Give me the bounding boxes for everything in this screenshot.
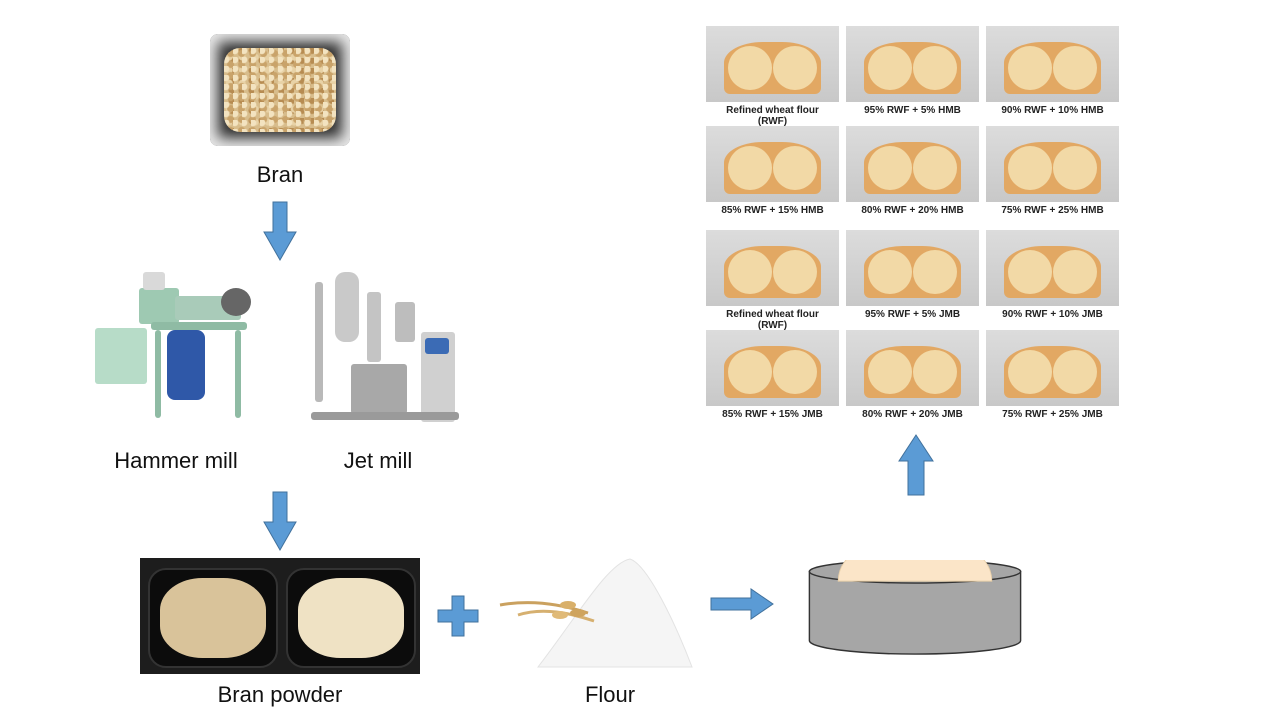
bread-photo	[706, 230, 839, 306]
bread-caption: 80% RWF + 20% HMB	[861, 205, 964, 216]
hammer-mill-label: Hammer mill	[114, 448, 238, 473]
flour-label: Flour	[584, 682, 636, 707]
flour-illustration	[499, 558, 693, 668]
bread-caption: 95% RWF + 5% HMB	[864, 105, 961, 116]
bread-photo	[986, 126, 1119, 202]
bread-sample: 85% RWF + 15% JMB	[706, 330, 839, 420]
bread-photo	[986, 330, 1119, 406]
arrow-down-2	[263, 491, 297, 552]
bread-sample: 75% RWF + 25% JMB	[986, 330, 1119, 420]
jet-mill-label: Jet mill	[343, 448, 413, 473]
jet-mill-illustration	[305, 272, 460, 430]
bread-caption: 75% RWF + 25% JMB	[1002, 409, 1103, 420]
dough-bowl-illustration	[808, 560, 1022, 655]
bread-sample: 90% RWF + 10% JMB	[986, 230, 1119, 320]
bread-photo	[706, 26, 839, 102]
bran-label: Bran	[256, 162, 304, 187]
bread-photo	[706, 126, 839, 202]
bread-sample: Refined wheat flour (RWF)	[706, 230, 839, 331]
bread-sample: 95% RWF + 5% HMB	[846, 26, 979, 116]
bread-caption: 90% RWF + 10% HMB	[1001, 105, 1104, 116]
bran-photo	[210, 34, 350, 146]
bread-caption: 85% RWF + 15% JMB	[722, 409, 823, 420]
bread-caption: Refined wheat flour (RWF)	[726, 105, 819, 127]
bread-loaf-grid: Refined wheat flour (RWF) 95% RWF + 5% HM…	[706, 26, 1120, 426]
bread-caption: 95% RWF + 5% JMB	[864, 309, 961, 320]
bread-photo	[986, 230, 1119, 306]
bread-sample: 75% RWF + 25% HMB	[986, 126, 1119, 216]
bread-sample: Refined wheat flour (RWF)	[706, 26, 839, 127]
bran-powder-photo	[140, 558, 420, 674]
bread-sample: 80% RWF + 20% JMB	[846, 330, 979, 420]
bread-sample: 90% RWF + 10% HMB	[986, 26, 1119, 116]
bread-caption: Refined wheat flour (RWF)	[726, 309, 819, 331]
bran-powder-label: Bran powder	[217, 682, 343, 707]
bread-sample: 80% RWF + 20% HMB	[846, 126, 979, 216]
bread-sample: 85% RWF + 15% HMB	[706, 126, 839, 216]
bread-photo	[706, 330, 839, 406]
hammer-mill-illustration	[95, 270, 255, 430]
bread-photo	[846, 26, 979, 102]
bread-photo	[986, 26, 1119, 102]
arrow-right	[710, 588, 774, 620]
bread-sample: 95% RWF + 5% JMB	[846, 230, 979, 320]
bread-caption: 85% RWF + 15% HMB	[721, 205, 824, 216]
bread-photo	[846, 126, 979, 202]
bread-photo	[846, 230, 979, 306]
bread-photo	[846, 330, 979, 406]
plus-icon	[437, 595, 479, 637]
bread-caption: 90% RWF + 10% JMB	[1002, 309, 1103, 320]
bread-caption: 75% RWF + 25% HMB	[1001, 205, 1104, 216]
arrow-down-1	[263, 201, 297, 262]
arrow-up	[898, 434, 934, 496]
bread-caption: 80% RWF + 20% JMB	[862, 409, 963, 420]
